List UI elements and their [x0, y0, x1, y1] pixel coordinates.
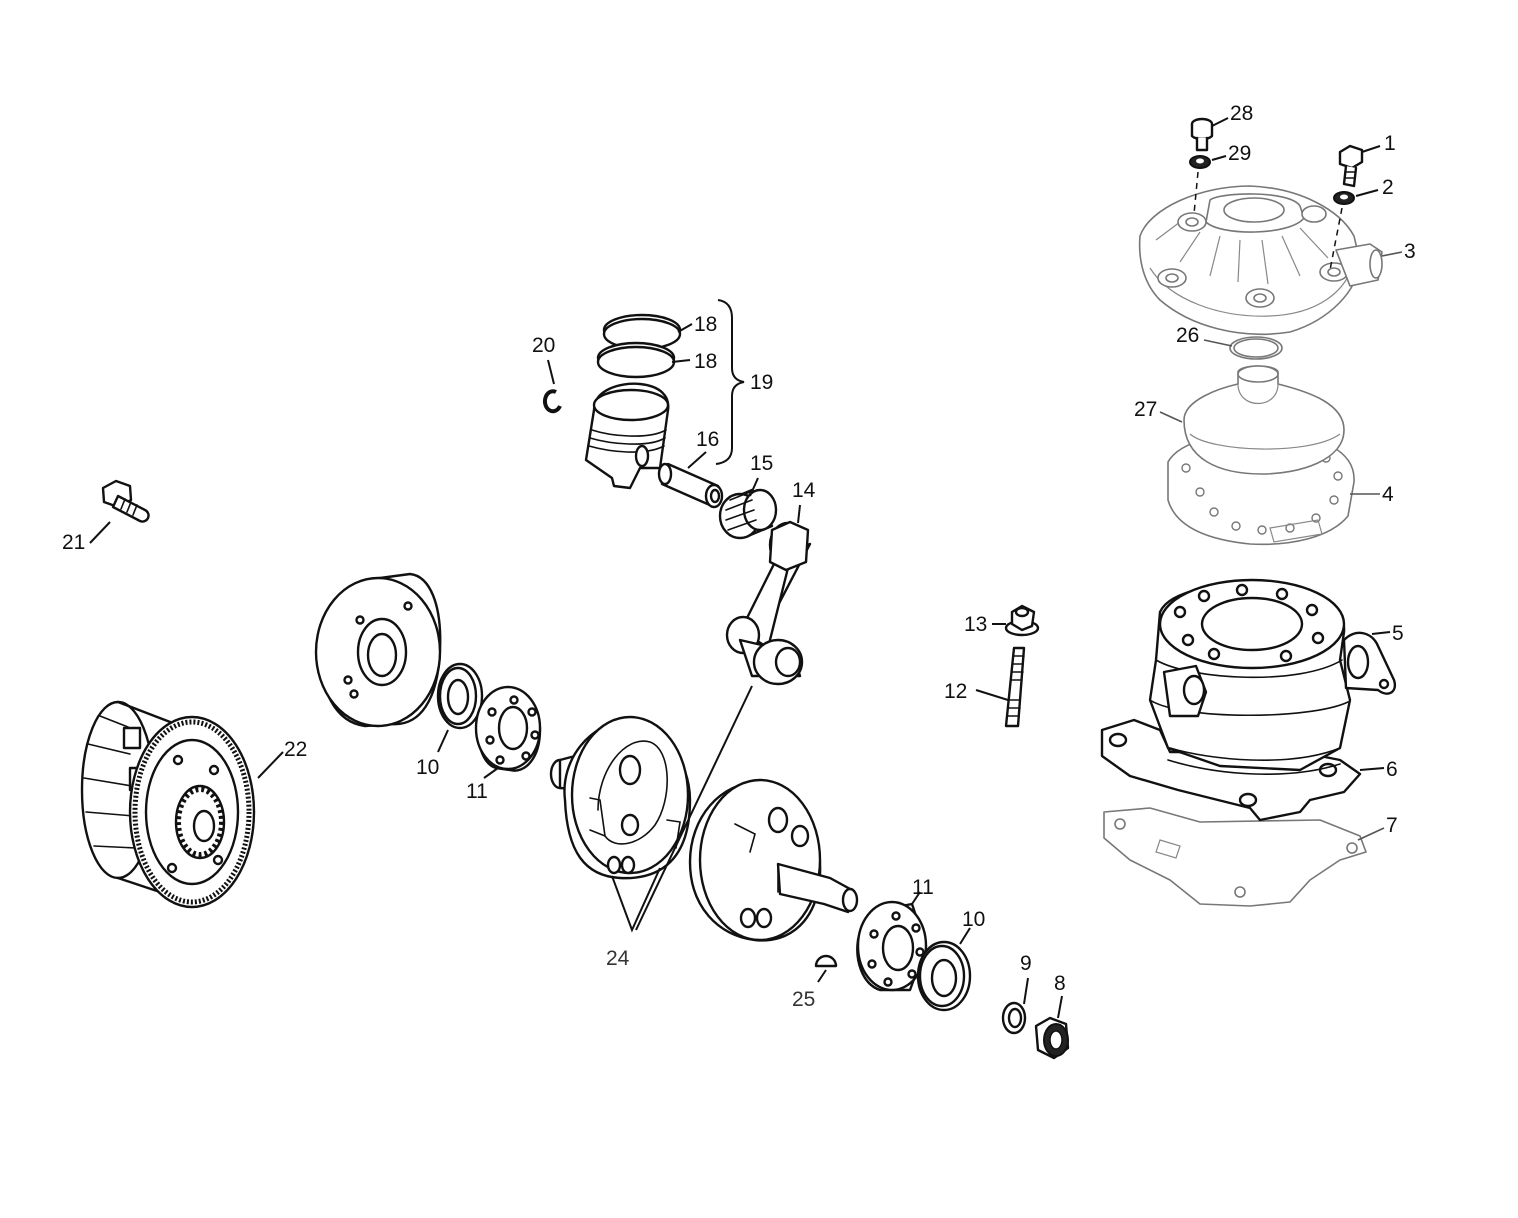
part-piston	[584, 382, 670, 490]
part-15-needle-bearing: 15	[718, 452, 778, 540]
label-11-left: 11	[466, 780, 488, 803]
label-29: 29	[1228, 142, 1251, 165]
part-29-washer: 29	[1189, 142, 1251, 215]
label-9: 9	[1020, 952, 1032, 975]
part-28-bolt: 28	[1190, 102, 1253, 152]
label-3: 3	[1404, 240, 1416, 263]
label-14: 14	[792, 479, 816, 502]
label-8: 8	[1054, 972, 1066, 995]
part-20-circlip: 20	[532, 334, 562, 414]
part-21-bolt: 21	[62, 479, 150, 554]
part-16-piston-pin: 16	[657, 428, 724, 509]
part-11-bearing-left: 11	[466, 685, 542, 803]
part-6-cylinder: 6	[1100, 578, 1398, 822]
label-22: 22	[284, 738, 307, 761]
part-25-woodruff-key: 25	[792, 954, 838, 1011]
label-7: 7	[1386, 814, 1398, 837]
label-27: 27	[1134, 398, 1157, 421]
part-19-bracket: 19	[715, 299, 773, 465]
label-25: 25	[792, 988, 815, 1011]
label-21: 21	[62, 531, 85, 554]
part-27-combustion-cover: 27	[1134, 365, 1345, 475]
label-18-bottom: 18	[694, 350, 717, 373]
part-3-cylinder-head: 3	[1138, 185, 1416, 336]
label-20: 20	[532, 334, 555, 357]
label-1: 1	[1384, 132, 1396, 155]
part-8-nut: 8	[1034, 972, 1070, 1060]
label-10-left: 10	[416, 756, 439, 779]
part-12-stud: 12	[944, 646, 1026, 728]
label-2: 2	[1382, 176, 1394, 199]
part-13-flange-nut: 13	[964, 604, 1040, 637]
label-28: 28	[1230, 102, 1253, 125]
label-6: 6	[1386, 758, 1398, 781]
label-18-top: 18	[694, 313, 717, 336]
label-15: 15	[750, 452, 773, 475]
label-11-right: 11	[912, 876, 934, 899]
part-24-crankshaft: 24	[549, 685, 859, 970]
label-16: 16	[696, 428, 719, 451]
part-18-piston-rings: 18 18	[596, 313, 717, 379]
label-24: 24	[606, 947, 630, 970]
part-9-washer: 9	[1001, 952, 1032, 1035]
part-7-base-gasket: 7	[1103, 807, 1398, 907]
part-10-seal-right: 10	[916, 908, 985, 1012]
label-5: 5	[1392, 622, 1404, 645]
part-11-bearing-right: 11	[856, 876, 934, 992]
label-19: 19	[750, 371, 773, 394]
part-26-o-ring: 26	[1176, 324, 1283, 360]
label-10-right: 10	[962, 908, 985, 931]
part-5-exhaust-gasket: 5	[1342, 622, 1404, 695]
part-22-clutch-basket: 22	[80, 700, 307, 909]
label-26: 26	[1176, 324, 1199, 347]
label-13: 13	[964, 613, 987, 636]
part-clutch-plate-disc	[314, 572, 442, 728]
label-4: 4	[1382, 483, 1394, 506]
part-14-connecting-rod: 14	[725, 479, 816, 686]
part-2-washer: 2	[1329, 176, 1394, 271]
label-12: 12	[944, 680, 967, 703]
part-1-bolt: 1	[1338, 132, 1396, 188]
part-10-seal-left: 10	[416, 662, 484, 779]
